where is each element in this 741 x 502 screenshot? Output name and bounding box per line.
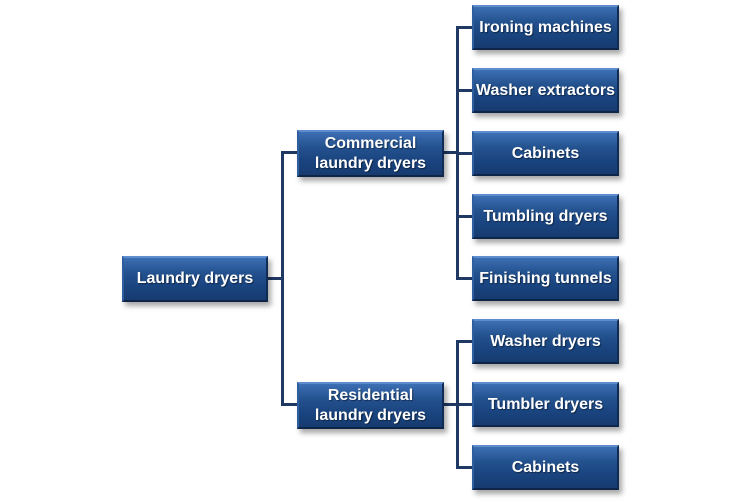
node-ironing-machines[interactable]: Ironing machines bbox=[472, 5, 619, 50]
node-commercial-laundry-dryers[interactable]: Commercial laundry dryers bbox=[297, 130, 444, 177]
node-label: Cabinets bbox=[511, 458, 580, 476]
node-commercial-cabinets[interactable]: Cabinets bbox=[472, 131, 619, 176]
node-label: Cabinets bbox=[511, 144, 580, 162]
node-label: Washer extractors bbox=[475, 81, 616, 99]
node-label: Washer dryers bbox=[490, 332, 601, 350]
node-residential-laundry-dryers[interactable]: Residential laundry dryers bbox=[297, 382, 444, 429]
connector-to-commercial bbox=[281, 151, 298, 154]
node-label: Tumbler dryers bbox=[487, 395, 604, 413]
node-label-line2: laundry dryers bbox=[314, 406, 427, 424]
node-label: Finishing tunnels bbox=[479, 269, 612, 287]
node-residential-cabinets[interactable]: Cabinets bbox=[472, 445, 619, 490]
node-label-line1: Residential bbox=[327, 386, 414, 404]
connector-leaf-3 bbox=[456, 152, 473, 155]
node-tumbler-dryers[interactable]: Tumbler dryers bbox=[472, 382, 619, 427]
node-finishing-tunnels[interactable]: Finishing tunnels bbox=[472, 256, 619, 301]
node-root-laundry-dryers[interactable]: Laundry dryers bbox=[122, 256, 268, 302]
node-label-line2: laundry dryers bbox=[314, 154, 427, 172]
node-washer-extractors[interactable]: Washer extractors bbox=[472, 68, 619, 113]
connector-leaf-7 bbox=[456, 403, 473, 406]
connector-residential-stub bbox=[443, 403, 458, 406]
connector-root-stub bbox=[267, 277, 282, 280]
connector-to-residential bbox=[281, 403, 298, 406]
connector-root-vertical bbox=[281, 152, 284, 405]
connector-leaf-5 bbox=[456, 277, 473, 280]
node-label-line1: Commercial bbox=[324, 134, 417, 152]
connector-commercial-stub bbox=[443, 151, 458, 154]
node-washer-dryers[interactable]: Washer dryers bbox=[472, 319, 619, 364]
connector-leaf-6 bbox=[456, 340, 473, 343]
connector-leaf-1 bbox=[456, 26, 473, 29]
node-tumbling-dryers[interactable]: Tumbling dryers bbox=[472, 194, 619, 239]
connector-leaf-2 bbox=[456, 89, 473, 92]
node-label: Laundry dryers bbox=[136, 270, 254, 287]
connector-leaf-4 bbox=[456, 215, 473, 218]
node-label: Tumbling dryers bbox=[483, 207, 608, 225]
node-label: Ironing machines bbox=[479, 18, 612, 36]
connector-leaf-8 bbox=[456, 466, 473, 469]
